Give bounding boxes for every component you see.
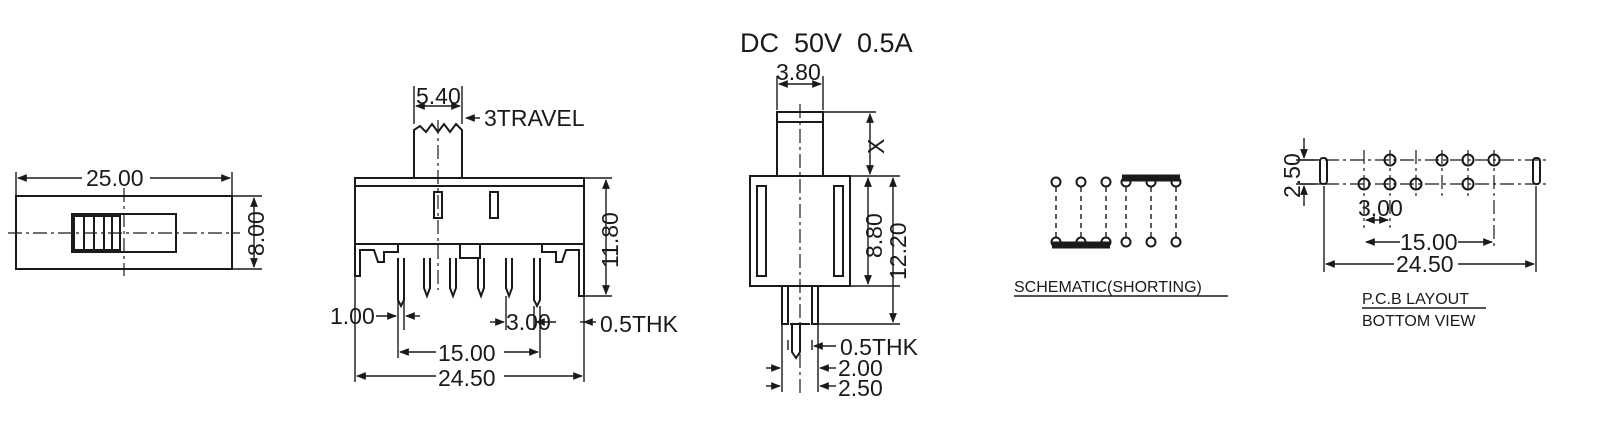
- front-view: 5.40 3TRAVEL 11.80 1.00 3.00 0.5THK 15.0…: [330, 83, 679, 391]
- pcb-inner-span: 15.00: [1400, 229, 1458, 255]
- top-view: 25.00 8.00: [8, 165, 269, 276]
- pcb-layout: 2.50 3.00 15.00 24.50 P.C.B LAYOUT BOTTO…: [1279, 138, 1546, 330]
- side-total-height: 12.20: [885, 222, 911, 280]
- front-pins: [397, 258, 541, 309]
- front-height: 11.80: [597, 212, 623, 268]
- pcb-slot-right: [1532, 157, 1541, 185]
- top-view-length: 25.00: [86, 165, 144, 191]
- front-actuator-width: 5.40: [416, 83, 461, 109]
- pcb-label-line1: P.C.B LAYOUT: [1362, 291, 1469, 308]
- front-pin-width: 1.00: [330, 303, 375, 329]
- schematic-label: SCHEMATIC(SHORTING): [1014, 279, 1202, 296]
- front-thickness: 0.5THK: [600, 311, 679, 337]
- rating-label: DC 50V 0.5A: [740, 28, 913, 58]
- top-view-width: 8.00: [243, 211, 269, 256]
- side-x-label: X: [863, 139, 889, 154]
- side-leg-spacing: 2.50: [838, 375, 883, 401]
- schematic: SCHEMATIC(SHORTING): [1014, 174, 1228, 297]
- side-pin-spacing: 2.00: [838, 355, 883, 381]
- pcb-slot-left: [1319, 157, 1328, 185]
- pcb-pitch: 3.00: [1358, 195, 1403, 221]
- side-actuator-width: 3.80: [776, 59, 821, 85]
- front-outer-span: 24.50: [438, 365, 496, 391]
- front-pitch: 3.00: [506, 309, 551, 335]
- pcb-outer-span: 24.50: [1396, 251, 1454, 277]
- front-travel: 3TRAVEL: [484, 105, 585, 131]
- front-inner-span: 15.00: [438, 340, 496, 366]
- side-thickness: 0.5THK: [840, 334, 919, 360]
- side-body-height: 8.80: [861, 213, 887, 258]
- pcb-row-pitch: 2.50: [1279, 153, 1305, 198]
- pcb-label-line2: BOTTOM VIEW: [1362, 313, 1476, 330]
- front-body: [354, 177, 585, 245]
- side-view: 3.80 X 8.80 12.20 0.5THK 2.00 2.50: [749, 59, 919, 401]
